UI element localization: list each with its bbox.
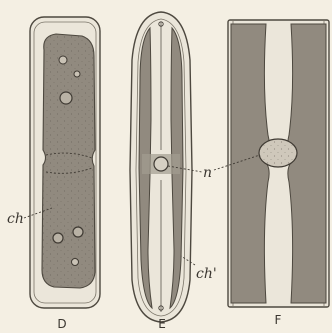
panel-f-chloroplast-left — [231, 24, 269, 303]
label-ch: ch — [7, 211, 24, 227]
caption-f: F — [275, 313, 282, 327]
panel-f-nucleus-texture — [260, 140, 296, 166]
panel-e — [130, 12, 192, 322]
panel-d-pyrenoid — [74, 71, 80, 77]
panel-d-pyrenoid — [59, 56, 67, 64]
panel-e-nucleus — [154, 157, 168, 171]
panel-d-pyrenoid — [60, 92, 72, 104]
panel-d-chloroplast-texture — [42, 34, 95, 288]
panel-f-chloroplast-right — [288, 24, 326, 303]
label-n: n — [203, 165, 212, 181]
label-ch-prime: ch' — [196, 266, 217, 282]
caption-d: D — [57, 317, 66, 331]
panel-d-pyrenoid — [73, 227, 83, 237]
panel-d-pyrenoid — [72, 259, 79, 266]
caption-e: E — [158, 317, 166, 331]
panel-f — [228, 20, 329, 307]
panel-d-pyrenoid — [53, 233, 63, 243]
panel-d — [30, 17, 100, 308]
